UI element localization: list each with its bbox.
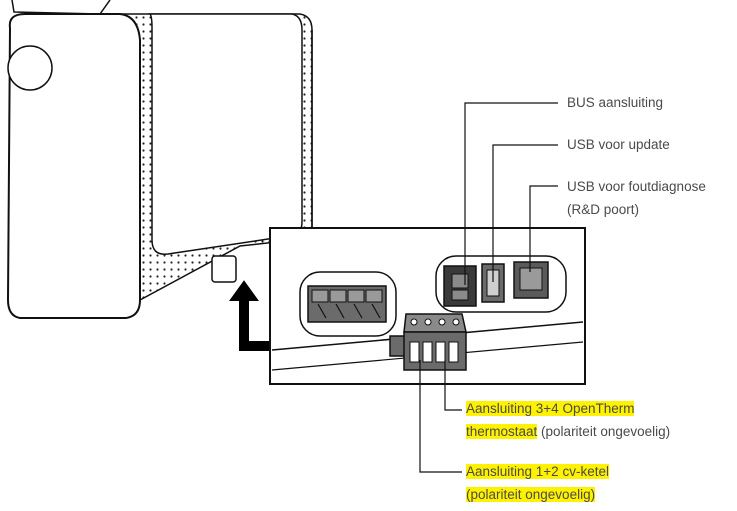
pointer-arrow (229, 280, 271, 351)
connection-panel (269, 227, 586, 385)
usb-update-port (481, 263, 505, 303)
label-usb-update: USB voor update (567, 137, 670, 152)
device-slot (211, 255, 237, 283)
device-housing (6, 0, 313, 319)
terminal-plug (389, 313, 467, 371)
leader-usb-update (492, 144, 558, 282)
highlight-cv-line2: (polariteit ongevoelig) (466, 487, 596, 502)
leader-usb-diag (529, 185, 558, 272)
label-usb-diag-line1: USB voor foutdiagnose (567, 179, 706, 194)
usb-diag-port (513, 261, 549, 299)
leader-lines (419, 102, 558, 473)
highlight-opentherm-line2: thermostaat (466, 424, 538, 439)
leader-bus (464, 102, 558, 285)
highlight-cv-line1: Aansluiting 1+2 cv-ketel (466, 464, 609, 479)
socket-4pin (307, 285, 387, 323)
bus-port (443, 265, 477, 307)
dial-knob (7, 45, 53, 91)
leader-opentherm (444, 360, 462, 411)
label-opentherm-line1: Aansluiting 3+4 OpenTherm (466, 400, 635, 418)
label-cv-line2: (polariteit ongevoelig) (466, 486, 596, 504)
label-opentherm-line2: thermostaat (polariteit ongevoelig) (466, 423, 670, 441)
label-bus: BUS aansluiting (567, 95, 664, 110)
label-cv-line1: Aansluiting 1+2 cv-ketel (466, 463, 609, 481)
opentherm-line2-rest: (polariteit ongevoelig) (537, 424, 671, 439)
label-usb-diag-line2: (R&D poort) (567, 202, 640, 217)
highlight-opentherm-line1: Aansluiting 3+4 OpenTherm (466, 401, 635, 416)
leader-cv (419, 360, 462, 473)
